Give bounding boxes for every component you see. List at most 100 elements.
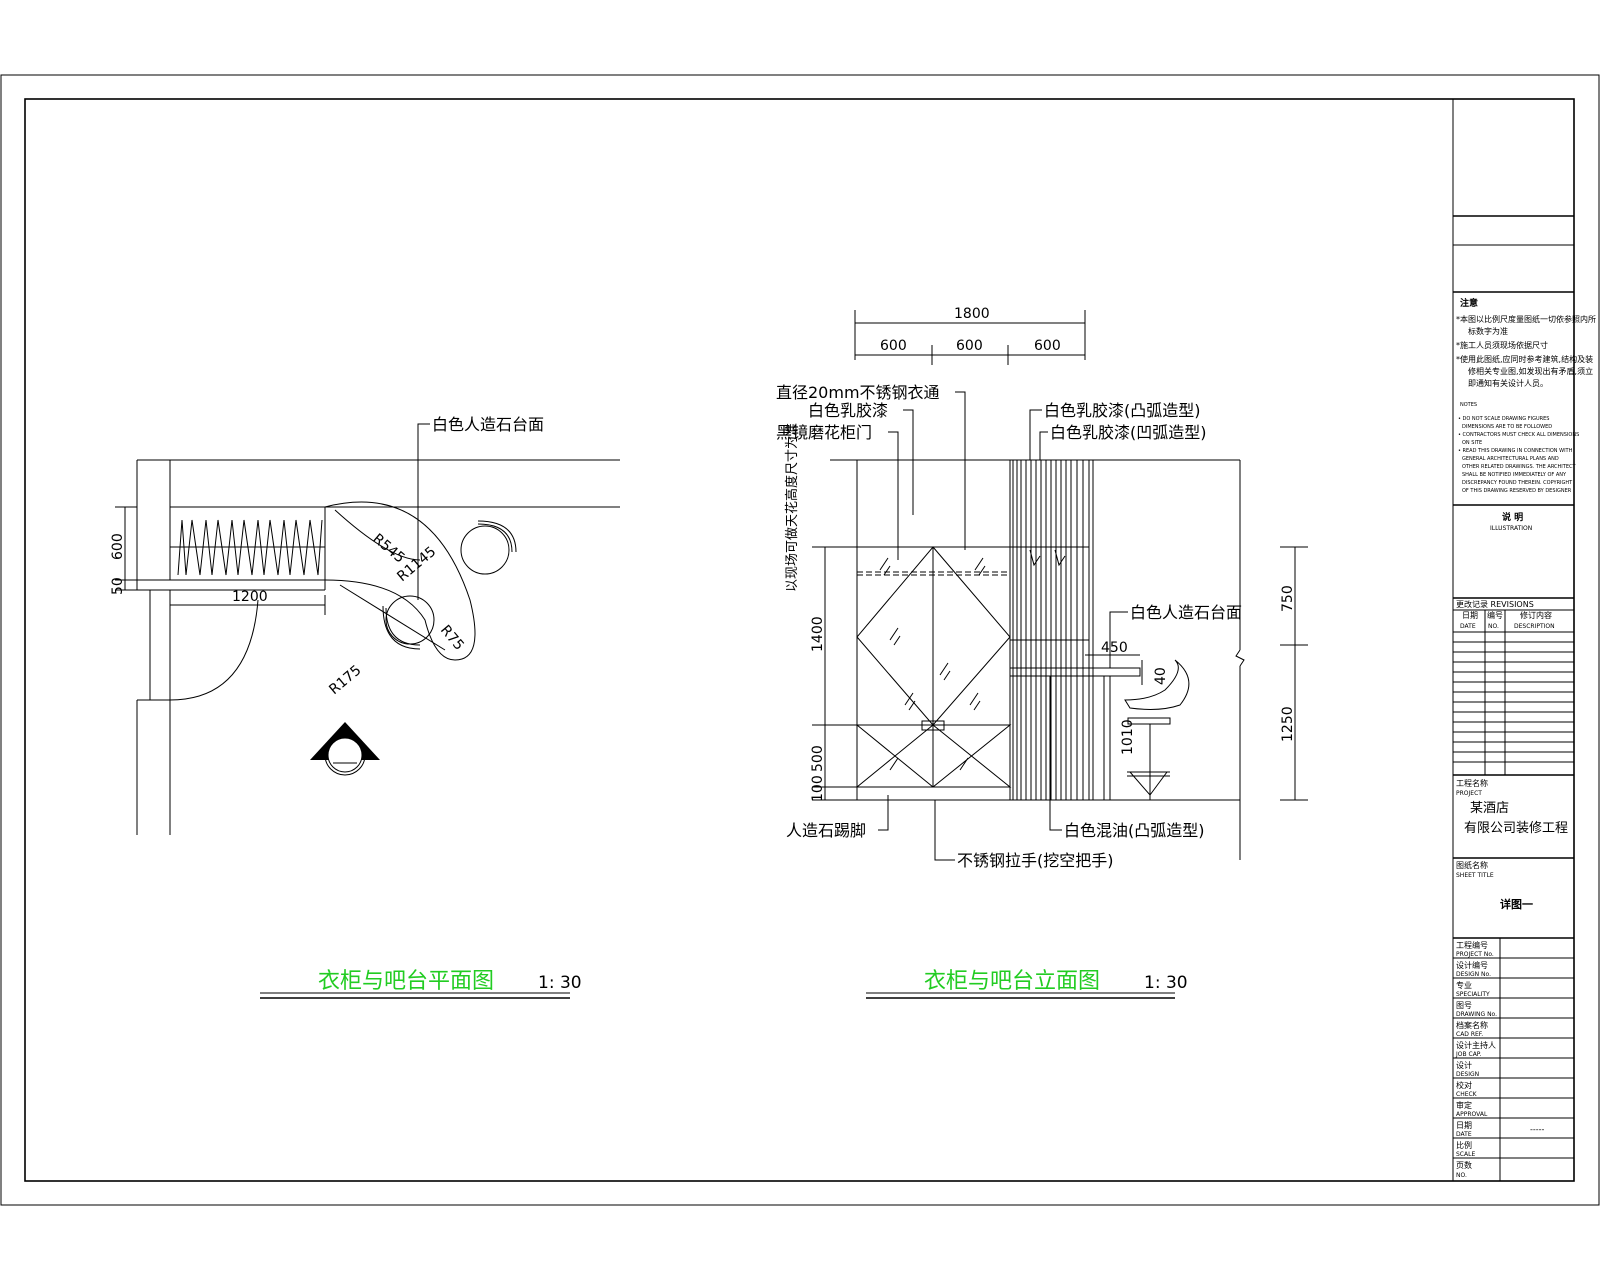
inner-border [24,98,1575,1182]
elev-dim-1250: 1250 [1280,706,1296,742]
tb-row-date-cn: 日期 [1456,1121,1472,1130]
elev-label-skirting: 人造石踢脚 [786,821,866,840]
radius-r545: R545 [369,531,407,567]
note-cn-2: 标数字为准 [1468,326,1508,336]
plan-view: R545 R1145 R175 R75 白色人造石台面 600 50 1200 … [110,415,620,999]
tb-row-pages-en: NO. [1456,1172,1467,1179]
notes-title: 注意 [1460,297,1478,309]
title-block: 注意 *本图以比例尺度量图纸一切依参照内所 标数字为准 *施工人员须现场依据尺寸… [1453,215,1596,1181]
sheet-en: SHEET TITLE [1456,872,1494,879]
illustration-cn: 说 明 [1502,511,1523,523]
tb-row-project-no-en: PROJECT No. [1456,951,1494,958]
note-en-7: OTHER RELATED DRAWINGS. THE ARCHITECT [1462,464,1576,470]
tb-row-speciality-cn: 专业 [1456,980,1472,990]
elev-dim-100: 100 [810,775,826,802]
tb-row-design-no-en: DESIGN No. [1456,971,1491,978]
elev-label-latex: 白色乳胶漆 [808,401,888,420]
elev-dim-40: 40 [1153,667,1169,685]
plan-scale: 1: 30 [538,973,582,993]
illustration-en: ILLUSTRATION [1490,525,1532,532]
elev-label-site-measure: 以现场可做天花高度尺寸为准 [784,423,800,592]
tb-row-job-cap-cn: 设计主持人 [1456,1040,1496,1050]
elev-label-mirror-door: 黑镜磨花柜门 [776,423,872,442]
note-en-4: ON SITE [1462,440,1482,446]
elev-dim-1800: 1800 [954,306,990,322]
plan-title: 衣柜与吧台平面图 [318,969,494,994]
tb-row-scale-cn: 比例 [1456,1140,1472,1150]
tb-row-job-cap-en: JOB CAP. [1455,1051,1481,1058]
elevation-view: 1800 600 600 600 [776,306,1308,999]
section-marker [310,722,380,776]
elev-dim-1400: 1400 [810,616,826,652]
note-en-1: • DO NOT SCALE DRAWING FIGURES [1458,416,1549,422]
project-en: PROJECT [1456,790,1482,797]
tb-row-date-en: DATE [1456,1131,1472,1138]
tb-row-cad-ref-cn: 档案名称 [1456,1020,1488,1030]
note-en-6: GENERAL ARCHITECTURAL PLANS AND [1462,456,1559,462]
elev-dim-450: 450 [1101,640,1128,656]
bar-stool [1124,659,1190,800]
sheet-name: 详图一 [1500,897,1533,911]
stool-1 [460,525,510,575]
elev-dim-600a: 600 [880,338,907,354]
rev-desc-en: DESCRIPTION [1514,623,1555,630]
elev-label-latex-convex: 白色乳胶漆(凸弧造型) [1044,401,1201,420]
elev-scale: 1: 30 [1144,973,1188,993]
elev-dim-600c: 600 [1034,338,1061,354]
tb-row-approval-cn: 审定 [1456,1100,1472,1110]
tb-row-design-cn: 设计 [1456,1060,1472,1070]
radius-r175: R175 [326,662,364,698]
grooved-column [1010,460,1094,800]
tb-date-value: ----- [1530,1125,1545,1134]
radius-r75: R75 [437,622,467,653]
glass-hatch [879,557,986,771]
plan-dim-1200: 1200 [232,589,268,605]
rev-date-en: DATE [1460,623,1476,630]
note-cn-4: *使用此图纸,应同时参考建筑,结构及装 [1456,354,1593,364]
plan-dim-50: 50 [110,577,126,595]
project-cn: 工程名称 [1456,778,1488,788]
notes-en-title: NOTES [1460,402,1477,408]
elev-label-bar-top: 白色人造石台面 [1130,603,1242,622]
rev-date-cn: 日期 [1462,611,1478,620]
tb-row-speciality-en: SPECIALITY [1456,991,1490,998]
rev-no-cn: 编号 [1487,610,1503,620]
project-name-1: 某酒店 [1470,801,1509,816]
elev-dim-600b: 600 [956,338,983,354]
tb-row-check-en: CHECK [1456,1091,1478,1098]
bar-counter [1009,667,1141,677]
plan-label-countertop: 白色人造石台面 [432,415,544,434]
elev-label-handle: 不锈钢拉手(挖空把手) [957,851,1114,870]
tb-row-check-cn: 校对 [1456,1080,1472,1090]
elev-dim-500: 500 [810,745,826,772]
handle [921,720,945,731]
note-cn-1: *本图以比例尺度量图纸一切依参照内所 [1456,314,1596,324]
outer-border [0,74,1600,1206]
tb-row-design-en: DESIGN [1456,1071,1479,1078]
tb-row-design-no-cn: 设计编号 [1456,960,1488,970]
note-cn-3: *施工人员须现场依据尺寸 [1456,340,1548,350]
revisions-label: 更改记录 REVISIONS [1456,599,1534,609]
elev-dim-750: 750 [1280,585,1296,612]
tb-row-cad-ref-en: CAD REF. [1456,1031,1483,1038]
note-cn-5: 修相关专业图,如发现出有矛盾,须立 [1468,366,1593,376]
note-cn-6: 即通知有关设计人员。 [1468,378,1548,388]
tb-row-drawing-no-cn: 图号 [1456,1001,1472,1010]
note-en-10: OF THIS DRAWING RESERVED BY DESIGNER [1462,488,1572,494]
rev-desc-cn: 修订内容 [1520,610,1552,620]
note-en-5: • READ THIS DRAWING IN CONNECTION WITH [1458,448,1573,454]
project-name-2: 有限公司装修工程 [1464,821,1568,836]
tb-row-scale-en: SCALE [1456,1151,1475,1158]
tb-row-pages-cn: 页数 [1456,1160,1472,1170]
elev-dim-1010: 1010 [1120,719,1136,755]
tb-row-approval-en: APPROVAL [1456,1111,1488,1118]
plan-dim-600: 600 [110,533,126,560]
note-en-8: SHALL BE NOTIFIED IMMEDIATELY OF ANY [1462,472,1567,478]
elev-label-paint-convex: 白色混油(凸弧造型) [1064,821,1205,840]
tb-row-drawing-no-en: DRAWING No. [1456,1011,1497,1018]
note-en-9: DISCREPANCY FOUND THEREIN. COPYRIGHT [1462,480,1573,486]
elev-label-latex-concave: 白色乳胶漆(凹弧造型) [1050,423,1207,442]
tb-row-project-no-cn: 工程编号 [1456,940,1488,950]
note-en-3: • CONTRACTORS MUST CHECK ALL DIMENSIONS [1458,432,1579,438]
